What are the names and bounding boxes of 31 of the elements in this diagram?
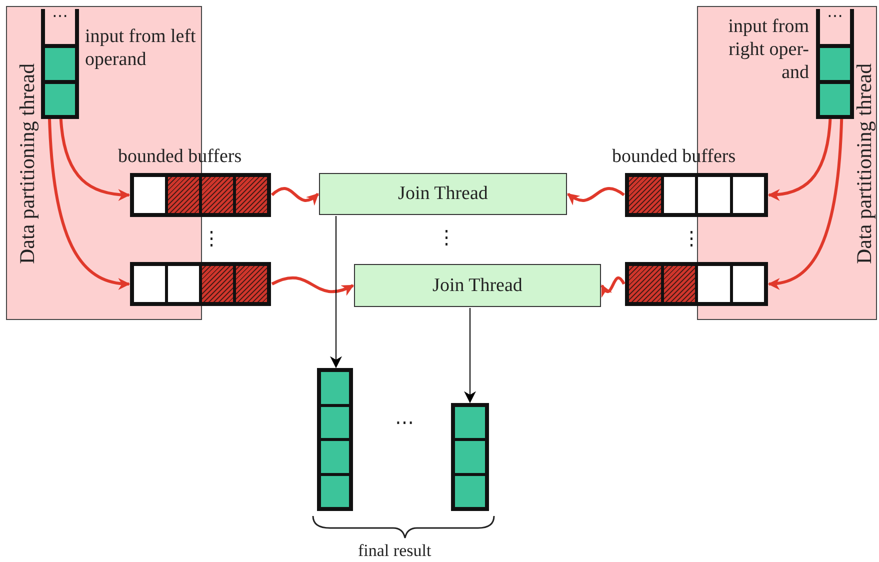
queue-stack: [41, 9, 79, 119]
ellipsis-mark: ⋯: [395, 412, 414, 435]
panel-title: Data partitioning thread: [854, 62, 875, 266]
ellipsis-mark: ⋯: [52, 8, 68, 25]
node-caption: input from left operand: [85, 25, 197, 71]
ellipsis-mark: ⋯: [827, 8, 843, 25]
arrow: [59, 118, 130, 201]
process-box: Join Thread: [354, 264, 601, 307]
arrow: [464, 308, 476, 404]
result-stack: [451, 403, 489, 511]
bounded-buffer: [130, 262, 271, 306]
arrow: [271, 187, 319, 206]
panel-title: Data partitioning thread: [17, 62, 38, 266]
arrow: [48, 118, 130, 290]
arrow: [271, 276, 354, 296]
ellipsis-mark: ⋮: [437, 227, 456, 250]
arrow: [768, 118, 832, 201]
ellipsis-mark: ⋮: [682, 228, 701, 251]
caption-text: final result: [358, 540, 432, 562]
ellipsis-mark: ⋮: [202, 228, 221, 251]
bounded-buffer: [625, 262, 768, 306]
arrow: [330, 216, 342, 368]
node-caption: input from right oper- and: [727, 15, 809, 84]
arrow: [768, 118, 844, 290]
bounded-buffer: [130, 173, 271, 217]
queue-stack: [816, 9, 854, 119]
arrow: [567, 187, 625, 205]
bounded-buffer: [625, 173, 768, 217]
arrow: [600, 276, 626, 298]
process-box: Join Thread: [319, 173, 567, 215]
result-stack: [317, 368, 353, 511]
